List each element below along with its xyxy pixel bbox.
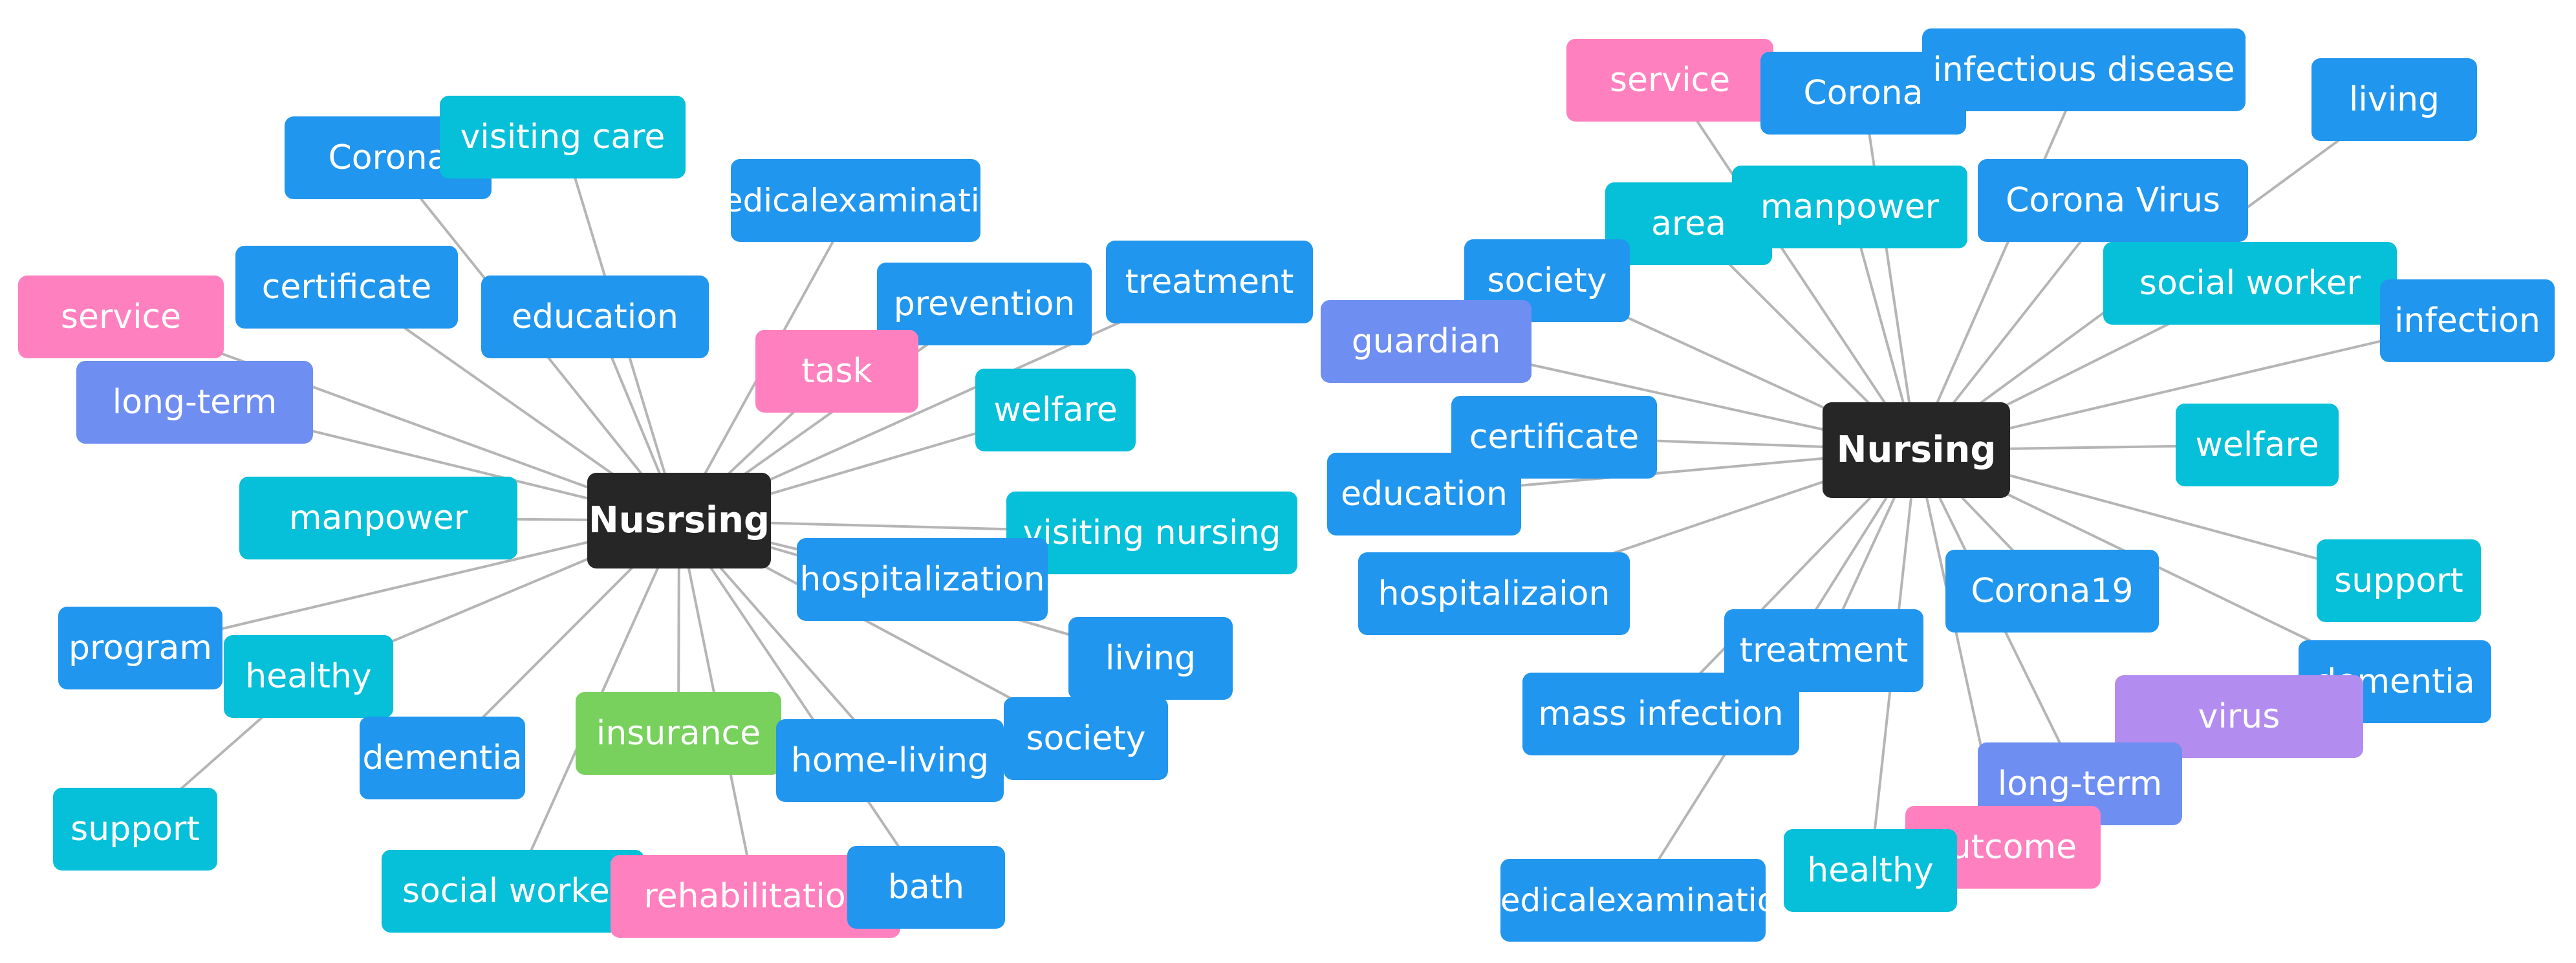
- right-node-hospitalizaion-label: hospitalizaion: [1378, 574, 1610, 613]
- left-node-support-label: support: [70, 809, 200, 849]
- left-node-social-worker-label: social worker: [402, 871, 624, 911]
- left-node-treatment: treatment: [1106, 241, 1313, 323]
- left-node-manpower-label: manpower: [288, 498, 468, 537]
- left-center-node-label: Nusrsing: [588, 499, 770, 541]
- right-node-living: living: [2311, 58, 2477, 141]
- left-node-society: society: [1004, 697, 1168, 780]
- right-node-support: support: [2317, 539, 2481, 622]
- right-node-support-label: support: [2334, 561, 2463, 600]
- left-node-certificate: certificate: [235, 246, 458, 329]
- right-center-node: Nursing: [1823, 402, 2010, 498]
- right-node-treatment-label: treatment: [1739, 631, 1909, 670]
- right-node-mass-infection-label: mass infection: [1538, 694, 1784, 733]
- left-node-visiting-nursing: visiting nursing: [1006, 492, 1297, 574]
- left-node-social-worker: social worker: [382, 850, 644, 933]
- right-edge-service: [1669, 79, 1918, 451]
- right-node-hospitalizaion: hospitalizaion: [1358, 552, 1630, 635]
- left-node-bath: bath: [847, 846, 1005, 929]
- left-node-rehabilitation-label: rehabilitation: [644, 876, 867, 916]
- right-edge-corona: [1862, 92, 1918, 451]
- left-node-living-label: living: [1105, 638, 1196, 678]
- left-node-welfare: welfare: [975, 369, 1136, 451]
- right-node-welfare: welfare: [2176, 404, 2339, 486]
- left-node-society-label: society: [1026, 719, 1146, 758]
- right-node-infectious-disease: infectious disease: [1922, 28, 2246, 111]
- left-node-task-label: task: [801, 351, 872, 391]
- left-node-long-term: long-term: [76, 361, 313, 444]
- right-node-social-worker: social worker: [2103, 242, 2397, 325]
- left-node-welfare-label: welfare: [993, 390, 1118, 429]
- left-node-healthy-label: healthy: [245, 656, 372, 696]
- right-node-long-term-label: long-term: [1997, 764, 2163, 803]
- left-node-manpower: manpower: [239, 477, 517, 559]
- right-node-mass-infection: mass infection: [1522, 673, 1799, 755]
- right-node-guardian: guardian: [1321, 300, 1532, 383]
- right-node-medical-examination-line-1: examination: [1596, 881, 1797, 919]
- right-node-healthy-label: healthy: [1807, 850, 1934, 890]
- left-node-task: task: [755, 330, 918, 413]
- left-node-long-term-label: long-term: [112, 382, 277, 422]
- left-node-service-label: service: [60, 297, 182, 336]
- right-node-manpower: manpower: [1732, 166, 1967, 248]
- right-node-living-label: living: [2348, 80, 2440, 119]
- right-node-welfare-label: welfare: [2195, 425, 2319, 464]
- right-edge-infectious-disease: [1915, 69, 2085, 451]
- left-node-insurance-label: insurance: [596, 713, 761, 753]
- left-node-medical-examination-line-0: medical: [691, 181, 819, 219]
- right-node-service-label: service: [1609, 60, 1731, 100]
- right-node-manpower-label: manpower: [1760, 187, 1940, 226]
- left-node-program-label: program: [69, 628, 212, 667]
- left-node-corona-label: Corona: [328, 138, 448, 177]
- left-node-hospitalization: hospitalization: [797, 538, 1048, 621]
- right-node-education-label: education: [1340, 474, 1508, 514]
- right-node-corona-label: Corona: [1803, 73, 1923, 113]
- right-node-certificate-label: certificate: [1469, 417, 1640, 457]
- right-node-area-label: area: [1651, 204, 1726, 243]
- right-center-node-label: Nursing: [1836, 428, 1997, 471]
- left-node-hospitalization-label: hospitalization: [799, 559, 1045, 599]
- left-node-home-living: home-living: [776, 719, 1004, 802]
- left-node-medical-examination-line-1: examination: [819, 181, 1020, 219]
- right-node-social-worker-label: social worker: [2139, 263, 2361, 303]
- right-node-corona19: Corona19: [1945, 550, 2159, 633]
- right-node-guardian-label: guardian: [1351, 321, 1501, 361]
- left-node-visiting-nursing-label: visiting nursing: [1023, 513, 1281, 552]
- right-node-infection-label: infection: [2394, 301, 2540, 340]
- left-node-service: service: [18, 276, 224, 358]
- left-node-dementia: dementia: [360, 717, 525, 799]
- left-node-program: program: [58, 607, 222, 689]
- right-node-corona-virus-label: Corona Virus: [2006, 180, 2220, 220]
- left-node-visiting-care-label: visiting care: [460, 117, 666, 157]
- left-node-dementia-label: dementia: [362, 738, 523, 777]
- right-node-corona-virus: Corona Virus: [1978, 159, 2248, 242]
- left-node-education-label: education: [511, 297, 679, 336]
- right-node-service: service: [1566, 39, 1773, 122]
- left-node-visiting-care: visiting care: [440, 96, 686, 179]
- left-node-prevention-label: prevention: [893, 284, 1076, 323]
- right-node-medical-examination-line-0: medical: [1469, 881, 1597, 919]
- right-node-society-label: society: [1487, 261, 1607, 300]
- left-node-bath-label: bath: [887, 867, 965, 907]
- right-node-infection: infection: [2380, 279, 2555, 362]
- left-node-education: education: [481, 276, 709, 358]
- left-node-treatment-label: treatment: [1125, 262, 1294, 301]
- right-node-healthy: healthy: [1784, 829, 1957, 912]
- left-node-certificate-label: certificate: [261, 267, 432, 307]
- left-edge-bath: [678, 519, 927, 889]
- right-node-education: education: [1327, 453, 1521, 536]
- left-node-home-living-label: home-living: [790, 741, 990, 780]
- right-node-infectious-disease-label: infectious disease: [1932, 50, 2235, 89]
- left-node-support: support: [53, 788, 217, 871]
- left-node-healthy: healthy: [224, 635, 393, 718]
- right-node-corona19-label: Corona19: [1971, 571, 2134, 611]
- left-center-node: Nusrsing: [587, 473, 771, 568]
- left-node-insurance: insurance: [576, 692, 781, 775]
- right-node-virus-label: virus: [2198, 697, 2280, 736]
- left-node-living: living: [1068, 617, 1233, 700]
